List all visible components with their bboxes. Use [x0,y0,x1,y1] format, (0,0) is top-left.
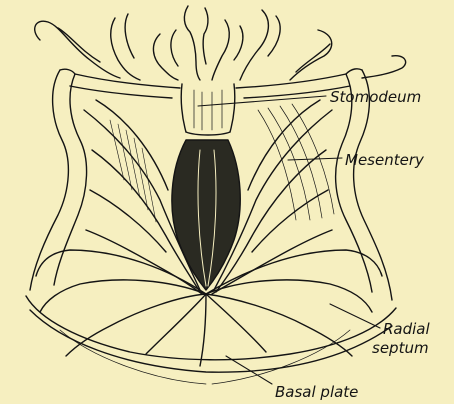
mesentery-label: Mesentery [345,152,424,168]
oral-disc [70,74,350,98]
gastric-cavity [172,140,240,290]
radial-septum-leader [330,304,380,328]
tentacles [35,6,406,80]
stomodeum-label: Stomodeum [330,89,421,105]
radial-septum-label-line1: Radial [383,321,430,337]
radial-septum-label-line2: septum [372,340,429,356]
stomodeum [181,84,235,135]
basal-plate-label: Basal plate [275,384,358,400]
